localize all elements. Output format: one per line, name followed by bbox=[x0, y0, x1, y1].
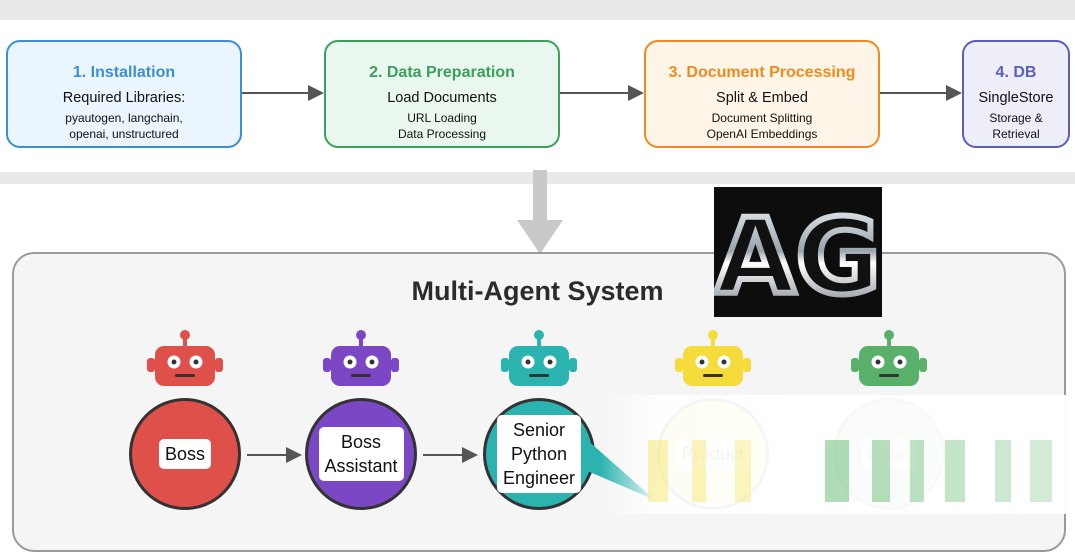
blurred-bar-7 bbox=[945, 440, 965, 502]
ag-logo: AG bbox=[712, 187, 884, 321]
blurred-bar-3 bbox=[735, 440, 751, 502]
stage-main: SingleStore bbox=[978, 90, 1054, 106]
blurred-bar-4 bbox=[825, 440, 849, 502]
stage-document-processing: 3. Document Processing Split & Embed Doc… bbox=[644, 40, 880, 148]
robot-icon bbox=[851, 330, 927, 386]
stage-sub-line: Data Processing bbox=[397, 127, 487, 141]
robot-icon bbox=[675, 330, 751, 386]
stage-sub-line: URL Loading bbox=[407, 111, 477, 125]
stage-title: 1. Installation bbox=[72, 64, 176, 81]
arrow-2-3 bbox=[560, 85, 644, 101]
stage-title: 2. Data Preparation bbox=[369, 64, 515, 81]
arrow-1-2 bbox=[242, 85, 324, 101]
stage-sub-line: Storage & bbox=[989, 111, 1043, 125]
stage-main: Required Libraries: bbox=[62, 90, 186, 106]
stage-data-preparation: 2. Data Preparation Load Documents URL L… bbox=[324, 40, 560, 148]
blurred-bar-1 bbox=[648, 440, 668, 502]
down-arrow-icon bbox=[517, 170, 563, 254]
stage-sub-line: Document Splitting bbox=[711, 111, 813, 125]
robot-icon bbox=[147, 330, 223, 386]
panel-title: Multi-Agent System bbox=[411, 276, 664, 306]
agent-label: Boss Assistant bbox=[318, 427, 404, 481]
logo-text: AG bbox=[715, 196, 881, 317]
robot-icon bbox=[501, 330, 577, 386]
stage-sub-line: pyautogen, langchain, bbox=[65, 111, 183, 125]
stage-title: 4. DB bbox=[995, 64, 1037, 81]
stage-sub-line: Retrieval bbox=[992, 127, 1040, 141]
blurred-bar-8 bbox=[995, 440, 1011, 502]
stage-sub: Document Splitting OpenAI Embeddings bbox=[646, 110, 878, 142]
stage-sub: Storage & Retrieval bbox=[964, 110, 1068, 142]
agent-label: Boss bbox=[159, 439, 212, 469]
stage-main: Split & Embed bbox=[716, 90, 808, 106]
top-band bbox=[0, 0, 1075, 20]
agent-arrow-2 bbox=[423, 447, 478, 463]
blurred-bar-6 bbox=[910, 440, 924, 502]
stage-sub-line: openai, unstructured bbox=[69, 127, 179, 141]
stage-db: 4. DB SingleStore Storage & Retrieval bbox=[962, 40, 1070, 148]
stage-sub: URL Loading Data Processing bbox=[326, 110, 558, 142]
blurred-bar-9 bbox=[1030, 440, 1052, 502]
blurred-bar-5 bbox=[872, 440, 890, 502]
blurred-bar-2 bbox=[692, 440, 706, 502]
stage-installation: 1. Installation Required Libraries: pyau… bbox=[6, 40, 242, 148]
stage-sub: pyautogen, langchain, openai, unstructur… bbox=[8, 110, 240, 142]
stage-title: 3. Document Processing bbox=[668, 64, 856, 81]
arrow-3-4 bbox=[880, 85, 962, 101]
stage-main: Load Documents bbox=[387, 90, 497, 106]
agent-label: Senior Python Engineer bbox=[497, 415, 582, 493]
robot-icon bbox=[323, 330, 399, 386]
stage-sub-line: OpenAI Embeddings bbox=[706, 127, 818, 141]
agent-arrow-1 bbox=[247, 447, 302, 463]
